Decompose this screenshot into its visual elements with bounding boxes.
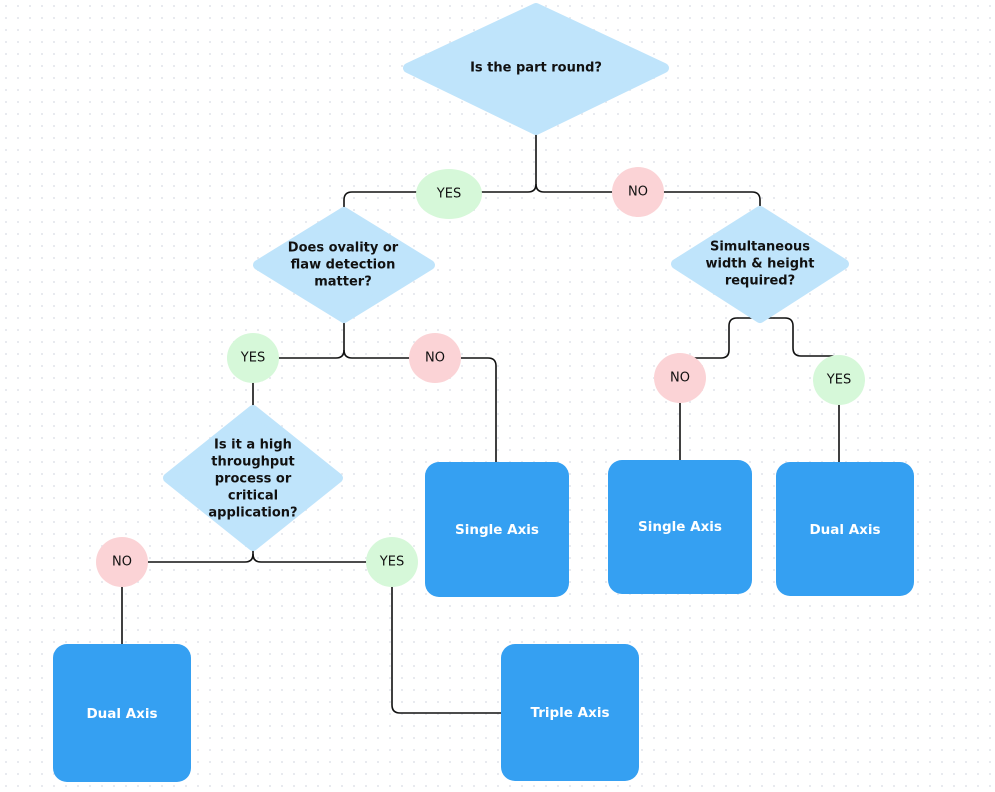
- badge-label-round-yes: YES: [436, 186, 462, 202]
- decision-label-ovality: Does ovality or flaw detection matter?: [288, 240, 398, 291]
- outcome-box-dual-axis-right: [776, 462, 914, 596]
- decision-simultaneous-line-2: width & height: [705, 256, 815, 272]
- outcome-box-dual-axis-bottom: [53, 644, 191, 782]
- decision-label-throughput: Is it a high throughput process or criti…: [208, 437, 297, 522]
- badge-label-throughput-yes: YES: [379, 554, 405, 570]
- decision-throughput-line-4: critical: [227, 488, 279, 504]
- outcome-label-single-axis-left: Single Axis: [455, 522, 539, 538]
- decision-ovality-line-2: flaw detection: [290, 257, 396, 273]
- connector-ovality-to-single-axis: [343, 349, 497, 462]
- connectors: [121, 128, 840, 714]
- outcome-label-triple-axis: Triple Axis: [530, 705, 610, 721]
- outcome-box-triple-axis: [501, 644, 639, 781]
- badge-label-throughput-no: NO: [112, 554, 132, 570]
- outcome-box-single-axis-right: [608, 460, 752, 594]
- decision-throughput-line-1: Is it a high: [214, 437, 292, 453]
- decision-diamond-throughput: [163, 405, 343, 551]
- decision-ovality-line-1: Does ovality or: [287, 240, 399, 256]
- badge-label-simultaneous-no: NO: [670, 370, 690, 386]
- badge-ovality-no: [409, 333, 461, 383]
- badge-label-round-no: NO: [628, 184, 648, 200]
- badge-throughput-no: [96, 537, 148, 587]
- decision-throughput-line-2: throughput: [211, 454, 295, 470]
- badge-ovality-yes: [227, 333, 279, 383]
- decision-diamond-simultaneous: [671, 206, 849, 323]
- decision-label-simultaneous: Simultaneous width & height required?: [706, 239, 815, 290]
- badge-label-ovality-yes: YES: [240, 350, 266, 366]
- outcome-box-single-axis-left: [425, 462, 569, 597]
- badge-throughput-yes: [366, 537, 418, 587]
- decision-diamond-round: [403, 3, 669, 135]
- decision-simultaneous-line-1: Simultaneous: [709, 239, 811, 255]
- outcome-label-single-axis-right: Single Axis: [638, 519, 722, 535]
- decision-throughput-line-5: application?: [208, 505, 298, 521]
- decision-throughput-line-3: process or: [214, 471, 292, 487]
- decision-ovality-line-3: matter?: [314, 274, 372, 290]
- badge-label-simultaneous-yes: YES: [826, 372, 852, 388]
- badge-simultaneous-no: [654, 353, 706, 403]
- badge-round-no: [612, 167, 664, 217]
- outcome-label-dual-axis-bottom: Dual Axis: [86, 706, 158, 722]
- badge-simultaneous-yes: [813, 355, 865, 405]
- decision-round-line-1: Is the part round?: [470, 60, 602, 76]
- badge-label-ovality-no: NO: [425, 350, 445, 366]
- badge-round-yes: [416, 169, 482, 219]
- decision-label-round: Is the part round?: [470, 60, 602, 77]
- decision-simultaneous-line-3: required?: [724, 273, 796, 289]
- decision-diamond-ovality: [253, 207, 435, 323]
- connector-round-to-simultaneous: [535, 183, 761, 212]
- outcome-label-dual-axis-right: Dual Axis: [809, 522, 881, 538]
